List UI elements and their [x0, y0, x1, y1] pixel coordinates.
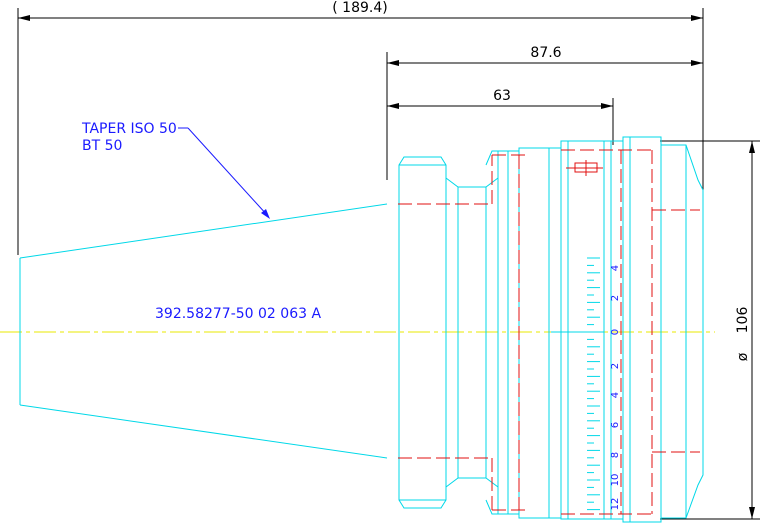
taper-annotation: TAPER ISO 50 BT 50	[81, 121, 270, 219]
hidden-lines	[398, 149, 700, 515]
dimension-87-label: 87.6	[530, 45, 561, 61]
scale-label: 10	[610, 474, 621, 487]
dimension-63: 63	[387, 88, 614, 145]
scale-label: 2	[610, 363, 621, 369]
dimension-63-label: 63	[493, 88, 511, 104]
dimension-diameter-label: 106	[735, 307, 751, 334]
taper-shank	[19, 203, 388, 459]
scale-label: 4	[610, 392, 621, 398]
scale-label: 12	[610, 498, 621, 511]
vernier-scale: 4 2 0 2 4 6 8 10 12	[587, 257, 621, 511]
pin-symbol	[566, 160, 603, 176]
scale-label: 2	[610, 295, 621, 301]
dimension-overall-label: ( 189.4)	[332, 0, 387, 16]
dimension-overall: ( 189.4)	[17, 0, 704, 255]
holder-body	[398, 136, 704, 523]
scale-label: 6	[610, 422, 621, 428]
scale-label: 8	[610, 452, 621, 458]
bt-label: BT 50	[82, 138, 122, 154]
part-number: 392.58277-50 02 063 A	[155, 306, 321, 322]
dimension-87-6: 87.6	[386, 45, 703, 180]
scale-label: 0	[610, 329, 621, 335]
dimension-diameter: 106 ø	[660, 140, 760, 520]
diameter-symbol: ø	[735, 352, 751, 361]
scale-label: 4	[610, 265, 621, 271]
taper-label: TAPER ISO 50	[81, 121, 177, 137]
